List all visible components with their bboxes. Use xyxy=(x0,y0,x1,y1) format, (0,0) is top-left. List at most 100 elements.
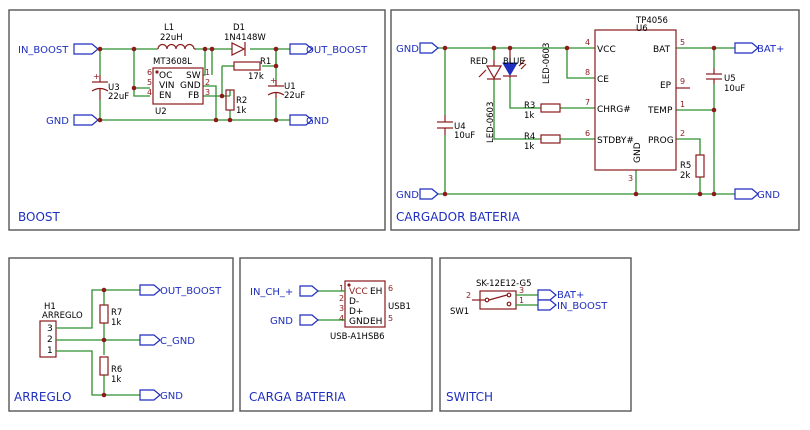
arreglo-c-gnd-label: C_GND xyxy=(160,336,195,347)
usb-p4: 4 xyxy=(339,314,344,323)
tp4056-p9: 9 xyxy=(680,77,685,86)
switch-circuit: SK-12E12-G5 2 3 1 SW1 BAT+ IN_BOOST xyxy=(450,279,608,317)
mt3608-name: MT3608L xyxy=(153,57,192,67)
switch-ref: SW1 xyxy=(450,307,469,317)
bat-plus-label: BAT+ xyxy=(757,44,784,55)
switch-p3: 3 xyxy=(519,286,524,295)
arreglo-gnd-flag xyxy=(139,389,161,401)
arreglo-out-boost-label: OUT_BOOST xyxy=(160,286,222,297)
switch-frame xyxy=(439,257,632,412)
usb-gnd: GND xyxy=(349,317,370,327)
usb-vcc: VCC xyxy=(349,287,368,297)
u5-value: 10uF xyxy=(724,84,745,94)
r6-resistor xyxy=(99,356,109,376)
u3-value: 22uF xyxy=(108,92,129,102)
u3-ref: U3 xyxy=(108,83,120,93)
led-blue-label: BLUE xyxy=(503,57,525,67)
r1-ref: R1 xyxy=(260,57,271,67)
r3-value: 1k xyxy=(524,111,534,121)
in-ch-label: IN_CH_+ xyxy=(250,287,293,298)
r7-ref: R7 xyxy=(111,308,122,318)
out-boost-label: OUT_BOOST xyxy=(306,45,368,56)
usb-part: USB-A1HSB6 xyxy=(330,332,385,342)
u4-value: 10uF xyxy=(454,131,475,141)
usb-p5: 5 xyxy=(388,314,393,323)
r2-resistor xyxy=(225,89,235,111)
r6-ref: R6 xyxy=(111,365,122,375)
charger-gnd-bottom-left-flag xyxy=(419,188,439,200)
r7-resistor xyxy=(99,304,109,324)
u1-value: 22uF xyxy=(284,91,305,101)
tp4056-ic xyxy=(594,29,677,171)
usb-dp: D+ xyxy=(349,307,363,317)
usb-dm: D- xyxy=(349,297,359,307)
tp4056-p4: 4 xyxy=(585,38,590,47)
r2-value: 1k xyxy=(236,106,246,116)
charger-circuit: GND GND BAT+ GND TP4056 U6 VCC CE CHRG# … xyxy=(396,16,784,201)
arreglo-out-boost-flag xyxy=(139,284,161,296)
l1-value: 22uH xyxy=(160,33,183,43)
carga-gnd-flag xyxy=(299,314,319,326)
tp4056-ep: EP xyxy=(660,81,672,91)
switch-in-boost-flag xyxy=(537,299,557,311)
r5-value: 2k xyxy=(680,171,690,181)
usb-ref: USB1 xyxy=(388,302,411,312)
in-ch-flag xyxy=(299,285,319,297)
l1-inductor xyxy=(157,43,195,50)
tp4056-p2: 2 xyxy=(680,129,685,138)
h1-p2: 2 xyxy=(47,335,53,345)
arreglo-circuit: H1 ARREGLO 3 2 1 R7 1k R6 1k OUT_BOOST C… xyxy=(39,284,222,402)
boost-gnd-left-flag xyxy=(73,114,99,126)
switch-p2: 2 xyxy=(466,291,471,300)
section-title-switch: SWITCH xyxy=(446,390,493,404)
tp4056-bat: BAT xyxy=(653,45,671,55)
switch-part: SK-12E12-G5 xyxy=(476,279,532,289)
r1-resistor xyxy=(233,61,261,71)
led-red-pkg: LED-0603 xyxy=(486,102,496,143)
section-title-boost: BOOST xyxy=(18,210,61,224)
r3-resistor xyxy=(540,103,561,113)
mt3608-ic xyxy=(152,67,204,105)
l1-ref: L1 xyxy=(164,23,174,33)
tp4056-gnd: GND xyxy=(633,142,643,163)
switch-bat-plus-flag xyxy=(537,289,557,301)
tp4056-chrg: CHRG# xyxy=(597,105,631,115)
charger-gnd-bottom-right-label: GND xyxy=(757,190,780,201)
carga-circuit: VCC D- D+ GND EH EH 1 2 3 4 6 5 USB1 USB… xyxy=(250,280,411,342)
svg-text:+: + xyxy=(270,76,277,85)
tp4056-p1: 1 xyxy=(680,100,685,109)
led-red xyxy=(485,65,503,80)
arreglo-c-gnd-flag xyxy=(139,334,161,346)
h1-value: ARREGLO xyxy=(42,311,83,321)
mt3608-pin-fb: FB xyxy=(188,91,199,101)
boost-circuit: IN_BOOST OUT_BOOST GND GND L1 22uH D1 1N… xyxy=(18,23,368,127)
charger-gnd-bottom-right-flag xyxy=(734,188,759,200)
r3-ref: R3 xyxy=(524,101,535,111)
section-title-cargador: CARGADOR BATERIA xyxy=(396,210,521,224)
cargador-frame xyxy=(390,9,800,231)
mt3608-pin-gnd: GND xyxy=(180,81,201,91)
r7-value: 1k xyxy=(111,318,121,328)
tp4056-p8: 8 xyxy=(585,68,590,77)
mt3608-pn6: 6 xyxy=(147,68,152,77)
switch-in-boost-label: IN_BOOST xyxy=(557,301,608,312)
svg-text:+: + xyxy=(93,72,100,81)
mt3608-pin-sw: SW xyxy=(186,71,201,81)
h1-ref: H1 xyxy=(44,302,56,312)
usb-p6: 6 xyxy=(388,284,393,293)
tp4056-stdby: STDBY# xyxy=(597,136,634,146)
boost-gnd-right-flag xyxy=(289,114,313,126)
in-boost-label: IN_BOOST xyxy=(18,45,69,56)
mt3608-ref: U2 xyxy=(155,107,167,117)
boost-frame xyxy=(8,9,386,231)
r4-value: 1k xyxy=(524,142,534,152)
boost-gnd-left-label: GND xyxy=(46,116,69,127)
tp4056-ce: CE xyxy=(597,75,609,85)
tp4056-vcc: VCC xyxy=(597,45,616,55)
u5-ref: U5 xyxy=(724,74,736,84)
r4-resistor xyxy=(540,134,561,144)
section-title-arreglo: ARREGLO xyxy=(14,390,71,404)
tp4056-p3: 3 xyxy=(628,174,633,183)
